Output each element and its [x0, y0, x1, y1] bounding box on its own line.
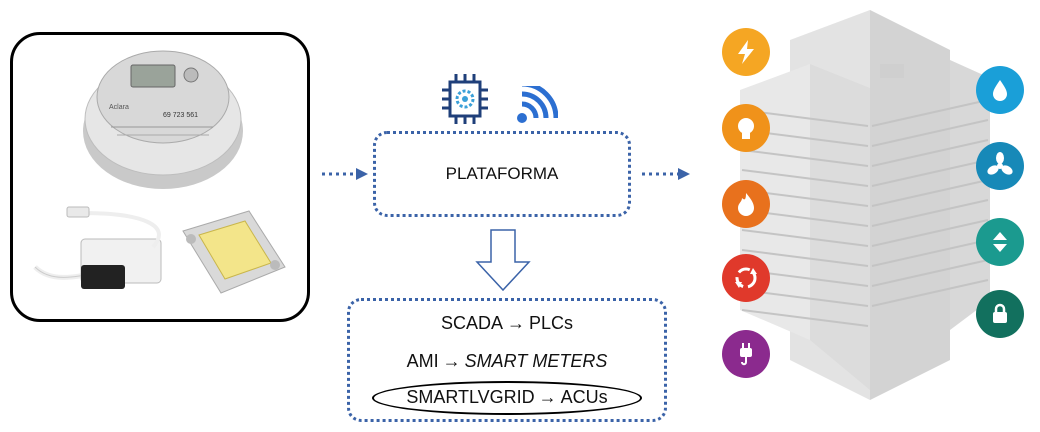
up-down-icon: [976, 218, 1024, 266]
meter-brand: Aclara: [109, 104, 129, 111]
water-drop-icon: [976, 66, 1024, 114]
arrow-glyph: →: [507, 313, 525, 333]
flame-icon: [722, 180, 770, 228]
arrow-glyph: →: [442, 351, 461, 371]
lock-icon: [976, 290, 1024, 338]
platform-label: PLATAFORMA: [445, 164, 559, 183]
platform-box: PLATAFORMA: [373, 131, 631, 217]
system-line-smartlvgrid: SMARTLVGRID→ACUs: [350, 387, 664, 408]
arrow-to-building: [642, 168, 690, 180]
led-driver-image: [33, 206, 162, 289]
system-scada-label: SCADA: [440, 313, 503, 333]
system-line-scada: SCADA→PLCs: [350, 313, 664, 334]
wifi-signal-icon: [517, 86, 558, 123]
chip-gear-icon: [442, 74, 488, 124]
meter-number: 69 723 561: [163, 112, 198, 119]
system-ami-label: AMI: [406, 351, 439, 371]
arrow-to-platform: [322, 168, 368, 180]
system-smart-meters-label: SMART METERS: [464, 351, 608, 371]
system-acus-label: ACUs: [560, 387, 608, 407]
devices-illustration: Aclara 69 723 561: [33, 50, 286, 294]
arrow-glyph: →: [538, 387, 557, 407]
plug-icon: [722, 330, 770, 378]
bulb-icon: [722, 104, 770, 152]
systems-box: SCADA→PLCs AMI→SMART METERS SMARTLVGRID→…: [347, 298, 667, 422]
system-smartlvgrid-label: SMARTLVGRID: [406, 387, 535, 407]
smartlvgrid-highlight-ellipse: [372, 381, 642, 415]
lightning-icon: [722, 28, 770, 76]
down-arrow: [475, 229, 531, 292]
system-plcs-label: PLCs: [529, 313, 574, 333]
fan-icon: [976, 142, 1024, 190]
smart-meter-image: Aclara 69 723 561: [83, 50, 243, 189]
device-photo-panel: Aclara 69 723 561: [10, 32, 310, 322]
recycle-icon: [722, 254, 770, 302]
system-line-ami: AMI→SMART METERS: [350, 351, 664, 372]
led-chip-image: [182, 210, 286, 294]
